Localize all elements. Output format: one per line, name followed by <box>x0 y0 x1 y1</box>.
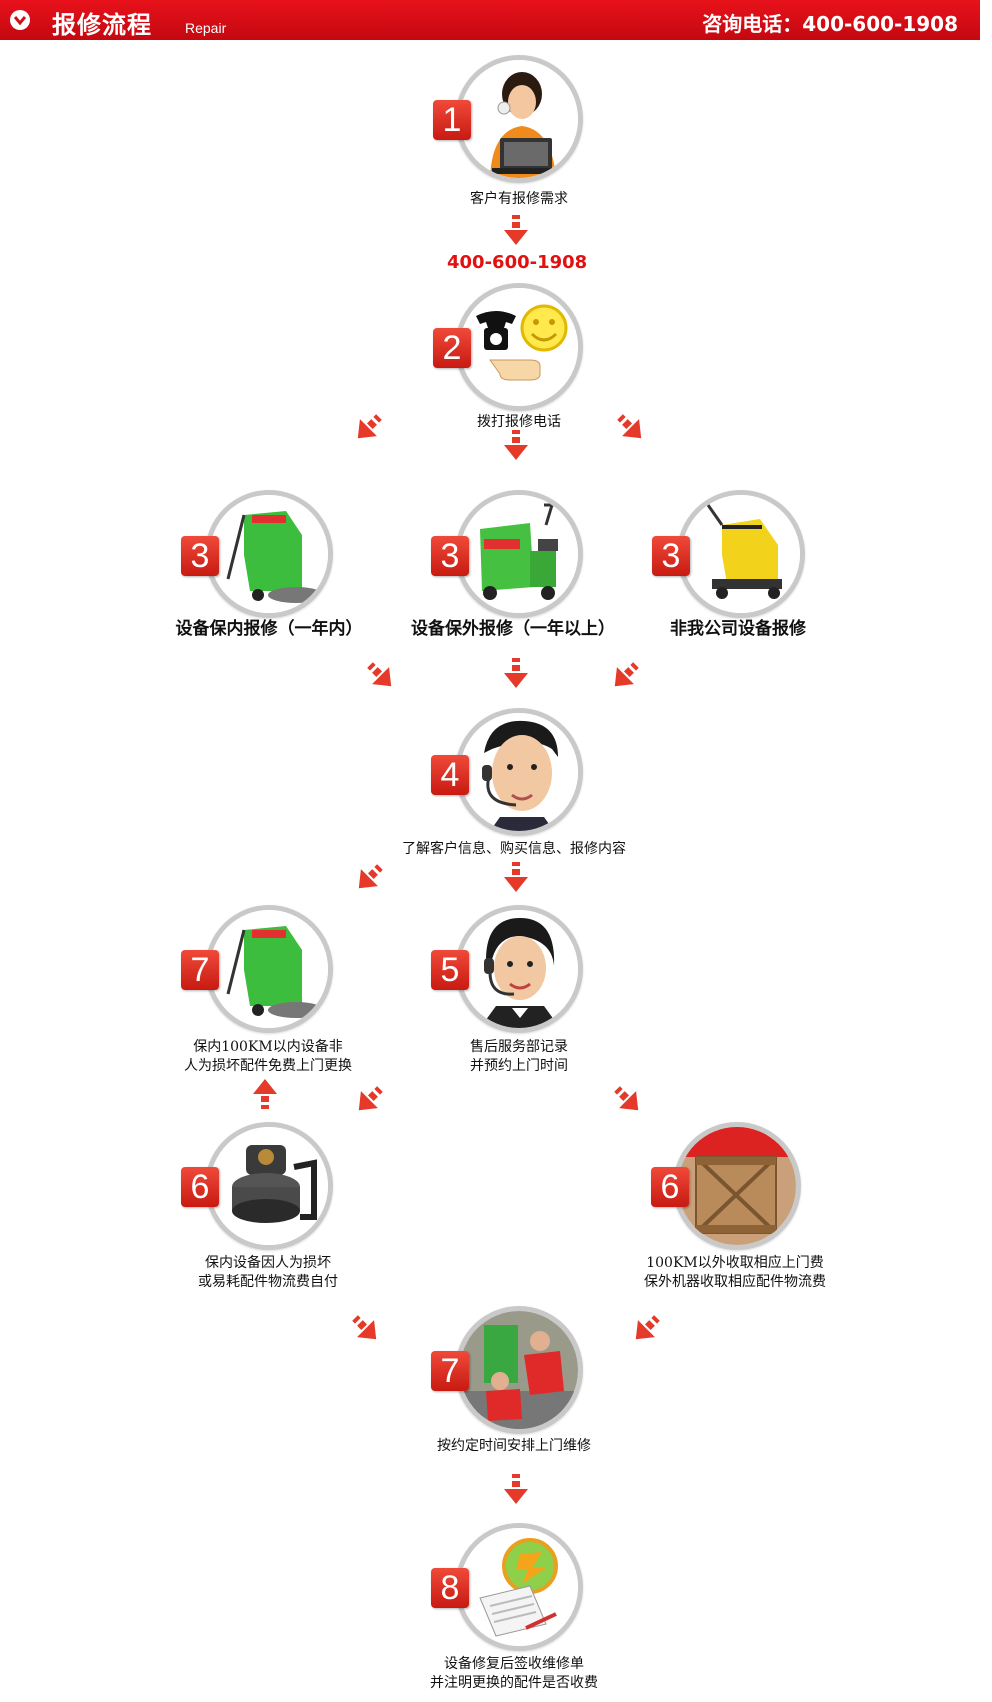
arrow-down-icon <box>504 1474 528 1504</box>
step4-badge: 4 <box>431 755 469 795</box>
step6b-label-line2: 保外机器收取相应配件物流费 <box>644 1274 826 1290</box>
step4-image <box>455 708 583 836</box>
step1-image <box>455 55 583 183</box>
step7a-badge: 7 <box>181 950 219 990</box>
signed-document-icon <box>460 1528 578 1646</box>
mid-phone-number: 400-600-1908 <box>447 252 588 273</box>
step7b-badge: 7 <box>431 1351 469 1391</box>
step2-image <box>455 283 583 411</box>
male-operator-headset-icon <box>460 713 578 831</box>
step2-label: 拨打报修电话 <box>477 414 561 430</box>
step1-label: 客户有报修需求 <box>470 191 568 207</box>
arrow-down-icon <box>504 215 528 245</box>
yellow-scrubber-icon <box>682 495 800 613</box>
step6a-label-line1: 保内设备因人为损坏 <box>205 1255 331 1271</box>
arrow-down-left-icon <box>358 1086 383 1111</box>
step3a-label: 设备保内报修（一年内） <box>175 619 363 639</box>
step5-label-line1: 售后服务部记录 <box>470 1039 568 1055</box>
step4-label: 了解客户信息、购买信息、报修内容 <box>402 841 626 857</box>
step7a-image <box>205 905 333 1033</box>
page-title: 报修流程 <box>52 11 152 39</box>
step6a-label-line2: 或易耗配件物流费自付 <box>198 1274 338 1290</box>
arrow-down-left-icon <box>635 1315 660 1340</box>
arrow-down-icon <box>504 430 528 460</box>
arrow-down-icon <box>504 862 528 892</box>
repair-technicians-icon <box>460 1311 578 1429</box>
wooden-crate-icon <box>678 1127 796 1245</box>
step8-badge: 8 <box>431 1568 469 1608</box>
step3c-image <box>677 490 805 618</box>
arrow-up-icon <box>253 1079 277 1109</box>
page-subtitle: Repair <box>185 20 227 36</box>
step7b-image <box>455 1306 583 1434</box>
step7a-label-line1: 保内100KM以内设备非 <box>193 1039 343 1055</box>
female-operator-headset-icon <box>460 910 578 1028</box>
telephone-smiley-icon <box>460 288 578 406</box>
hotline-phone: 咨询电话：400-600-1908 <box>702 12 958 36</box>
arrow-down-right-icon <box>614 1086 639 1111</box>
step6b-badge: 6 <box>651 1167 689 1207</box>
green-ride-on-scrubber-icon <box>460 495 578 613</box>
green-scrubber-icon <box>210 495 328 613</box>
step5-badge: 5 <box>431 950 469 990</box>
step6b-image <box>673 1122 801 1250</box>
step3b-label: 设备保外报修（一年以上） <box>411 619 615 639</box>
step8-image <box>455 1523 583 1651</box>
step1-badge: 1 <box>433 100 471 140</box>
step7a-label-line2: 人为损坏配件免费上门更换 <box>184 1058 352 1074</box>
arrow-down-right-icon <box>617 414 642 439</box>
chevron-down-icon <box>10 10 30 30</box>
step8-label-line2: 并注明更换的配件是否收费 <box>430 1675 598 1691</box>
header-bar: 报修流程 Repair 咨询电话：400-600-1908 <box>0 0 980 40</box>
step3a-image <box>205 490 333 618</box>
arrow-down-icon <box>504 658 528 688</box>
step8-label-line1: 设备修复后签收维修单 <box>444 1656 584 1672</box>
step3c-badge: 3 <box>652 536 690 576</box>
step3b-image <box>455 490 583 618</box>
arrow-down-right-icon <box>352 1315 377 1340</box>
step3b-badge: 3 <box>431 536 469 576</box>
step3a-badge: 3 <box>181 536 219 576</box>
vacuum-motor-icon <box>210 1127 328 1245</box>
step2-badge: 2 <box>433 328 471 368</box>
step7b-label: 按约定时间安排上门维修 <box>437 1438 591 1454</box>
arrow-down-right-icon <box>367 662 392 687</box>
arrow-down-left-icon <box>357 414 382 439</box>
step6b-label-line1: 100KM以外收取相应上门费 <box>646 1255 824 1271</box>
step5-label-line2: 并预约上门时间 <box>470 1058 568 1074</box>
step3c-label: 非我公司设备报修 <box>670 619 806 639</box>
step6a-badge: 6 <box>181 1167 219 1207</box>
step6a-image <box>205 1122 333 1250</box>
arrow-down-left-icon <box>614 662 639 687</box>
woman-phone-laptop-icon <box>460 60 578 178</box>
green-scrubber-icon <box>210 910 328 1028</box>
step5-image <box>455 905 583 1033</box>
arrow-down-left-icon <box>358 864 383 889</box>
